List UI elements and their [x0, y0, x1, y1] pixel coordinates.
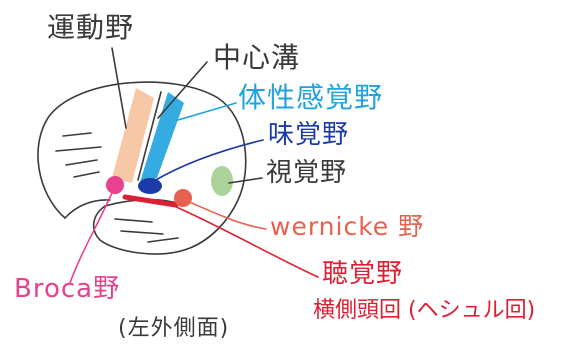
frontal-lobe-lower-edge	[64, 199, 111, 219]
frontal-gyrus-line	[73, 171, 100, 178]
central-sulcus-label: 中心溝	[213, 41, 301, 74]
frontal-gyrus-line	[55, 146, 102, 152]
wernicke-leader	[186, 200, 267, 230]
temporal-gyrus-line	[120, 230, 164, 235]
broca-area-dot	[106, 176, 124, 194]
frontal-gyrus-line	[65, 159, 98, 166]
wernicke-area-dot	[174, 189, 192, 207]
motor-area-label: 運動野	[47, 11, 135, 44]
temporal-gyrus-line	[114, 218, 153, 223]
somatosensory-area-band	[140, 92, 184, 182]
broca-area-label: Broca野	[14, 274, 121, 304]
broca-leader	[69, 192, 113, 284]
central-sulcus-line	[137, 91, 162, 181]
gustatory-leader	[153, 139, 264, 182]
auditory-leader	[173, 205, 319, 278]
frontal-gyrus-line	[62, 132, 92, 137]
gustatory-area-dot	[138, 178, 162, 194]
view-caption: (左外側面)	[118, 316, 230, 341]
somatosensory-area-label: 体性感覚野	[238, 81, 384, 114]
gustatory-area-label: 味覚野	[268, 120, 350, 150]
wernicke-area-label: wernicke 野	[270, 212, 425, 241]
visual-area-label: 視覚野	[266, 158, 348, 188]
visual-area-leader	[228, 177, 263, 184]
brain-outline	[37, 81, 247, 255]
visual-area-patch	[211, 166, 233, 196]
temporal-gyrus-line	[147, 237, 179, 243]
auditory-area-mark	[122, 194, 179, 208]
somatosensory-leader	[177, 102, 237, 121]
heschl-gyrus-label: 横側頭回 (ヘシュル回)	[313, 298, 536, 323]
auditory-area-label: 聴覚野	[322, 259, 404, 289]
motor-area-band	[112, 88, 154, 183]
motor-area-leader	[111, 47, 127, 129]
central-sulcus-leader	[157, 61, 208, 119]
